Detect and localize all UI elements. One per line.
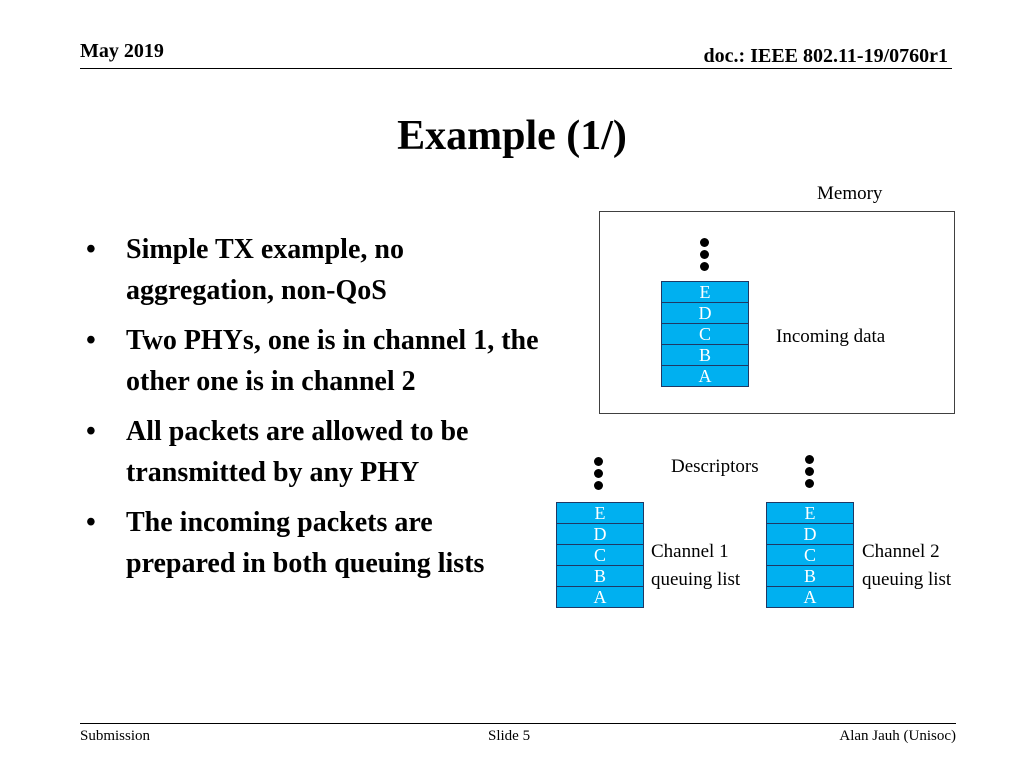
bullet-item: All packets are allowed to be transmitte…	[86, 411, 546, 493]
memory-cell: E	[661, 281, 749, 303]
memory-cell: D	[661, 302, 749, 324]
channel2-label-line: Channel 2	[862, 541, 940, 562]
channel2-label: Channel 2 queuing list	[862, 538, 951, 594]
bullet-item: Two PHYs, one is in channel 1, the other…	[86, 320, 546, 402]
header-doc-id: doc.: IEEE 802.11-19/0760r1	[703, 45, 948, 67]
header-date: May 2019	[80, 40, 164, 62]
channel2-stack: E D C B A	[766, 502, 854, 608]
bullet-item: The incoming packets are prepared in bot…	[86, 502, 546, 584]
memory-label: Memory	[817, 183, 883, 204]
channel1-cell: C	[556, 544, 644, 566]
bullet-list: Simple TX example, no aggregation, non-Q…	[86, 229, 546, 593]
descriptors-label: Descriptors	[671, 456, 759, 477]
slide-title: Example (1/)	[397, 113, 627, 159]
channel1-label: Channel 1 queuing list	[651, 538, 740, 594]
memory-stack: E D C B A	[661, 281, 749, 387]
memory-cell: C	[661, 323, 749, 345]
bullet-item: Simple TX example, no aggregation, non-Q…	[86, 229, 546, 311]
channel1-cell: B	[556, 565, 644, 587]
header-divider	[80, 68, 952, 69]
footer-submission: Submission	[80, 728, 151, 744]
channel2-ellipsis-icon	[805, 455, 815, 491]
channel1-cell: D	[556, 523, 644, 545]
channel1-label-line: queuing list	[651, 569, 741, 590]
footer-divider	[80, 723, 956, 724]
channel2-cell: E	[766, 502, 854, 524]
memory-cell: A	[661, 365, 749, 387]
channel1-cell: E	[556, 502, 644, 524]
channel2-cell: C	[766, 544, 854, 566]
footer-slide-number: Slide 5	[488, 728, 531, 744]
incoming-data-label: Incoming data	[776, 326, 886, 347]
memory-cell: B	[661, 344, 749, 366]
channel2-cell: A	[766, 586, 854, 608]
memory-box	[599, 211, 955, 414]
memory-ellipsis-icon	[700, 238, 710, 274]
channel2-cell: B	[766, 565, 854, 587]
channel1-ellipsis-icon	[594, 457, 604, 493]
channel2-label-line: queuing list	[862, 569, 952, 590]
channel1-stack: E D C B A	[556, 502, 644, 608]
channel1-cell: A	[556, 586, 644, 608]
footer-author: Alan Jauh (Unisoc)	[839, 728, 956, 744]
channel1-label-line: Channel 1	[651, 541, 729, 562]
channel2-cell: D	[766, 523, 854, 545]
